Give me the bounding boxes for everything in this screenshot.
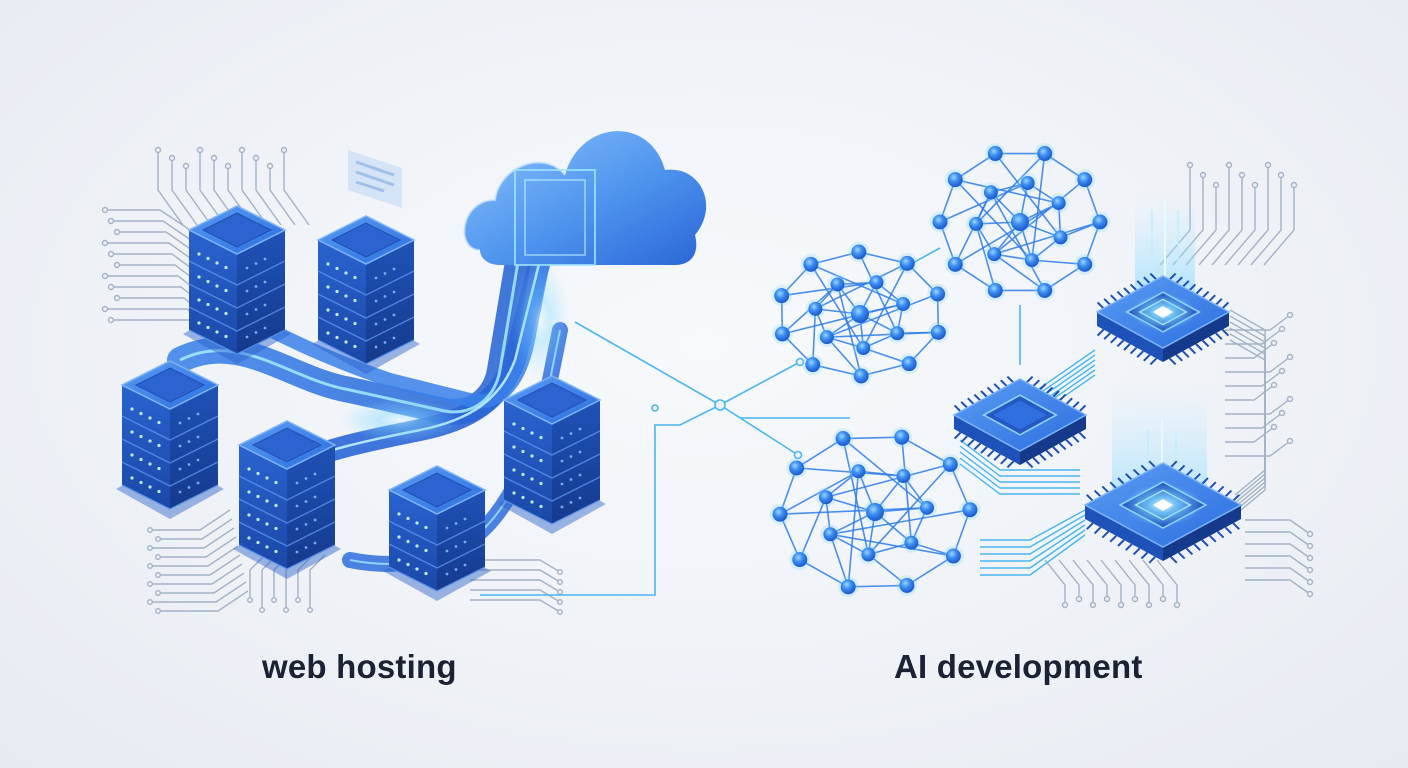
server-rack-icon (116, 360, 224, 519)
cloud-icon (463, 131, 707, 266)
circuit-traces-left (101, 146, 564, 616)
server-cluster (116, 205, 606, 601)
server-rack-icon (498, 375, 606, 534)
neural-network-icon (769, 426, 981, 598)
neural-network-icon (771, 241, 949, 387)
document-panel-icon (348, 150, 402, 208)
circuit-traces-right (959, 161, 1314, 609)
server-rack-icon (233, 420, 341, 579)
server-rack-icon (383, 465, 491, 601)
processor-chips (952, 272, 1243, 564)
web-hosting-label: web hosting (262, 648, 457, 685)
connector-lines (480, 247, 1021, 596)
processor-chip-icon (1083, 460, 1243, 564)
server-rack-icon (183, 205, 291, 364)
processor-chip-icon (952, 375, 1088, 469)
server-rack-icon (312, 215, 420, 374)
ai-development-label: AI development (894, 648, 1143, 685)
neural-network-icon (929, 143, 1111, 301)
neural-networks (769, 143, 1111, 598)
processor-chip-icon (1095, 272, 1231, 366)
